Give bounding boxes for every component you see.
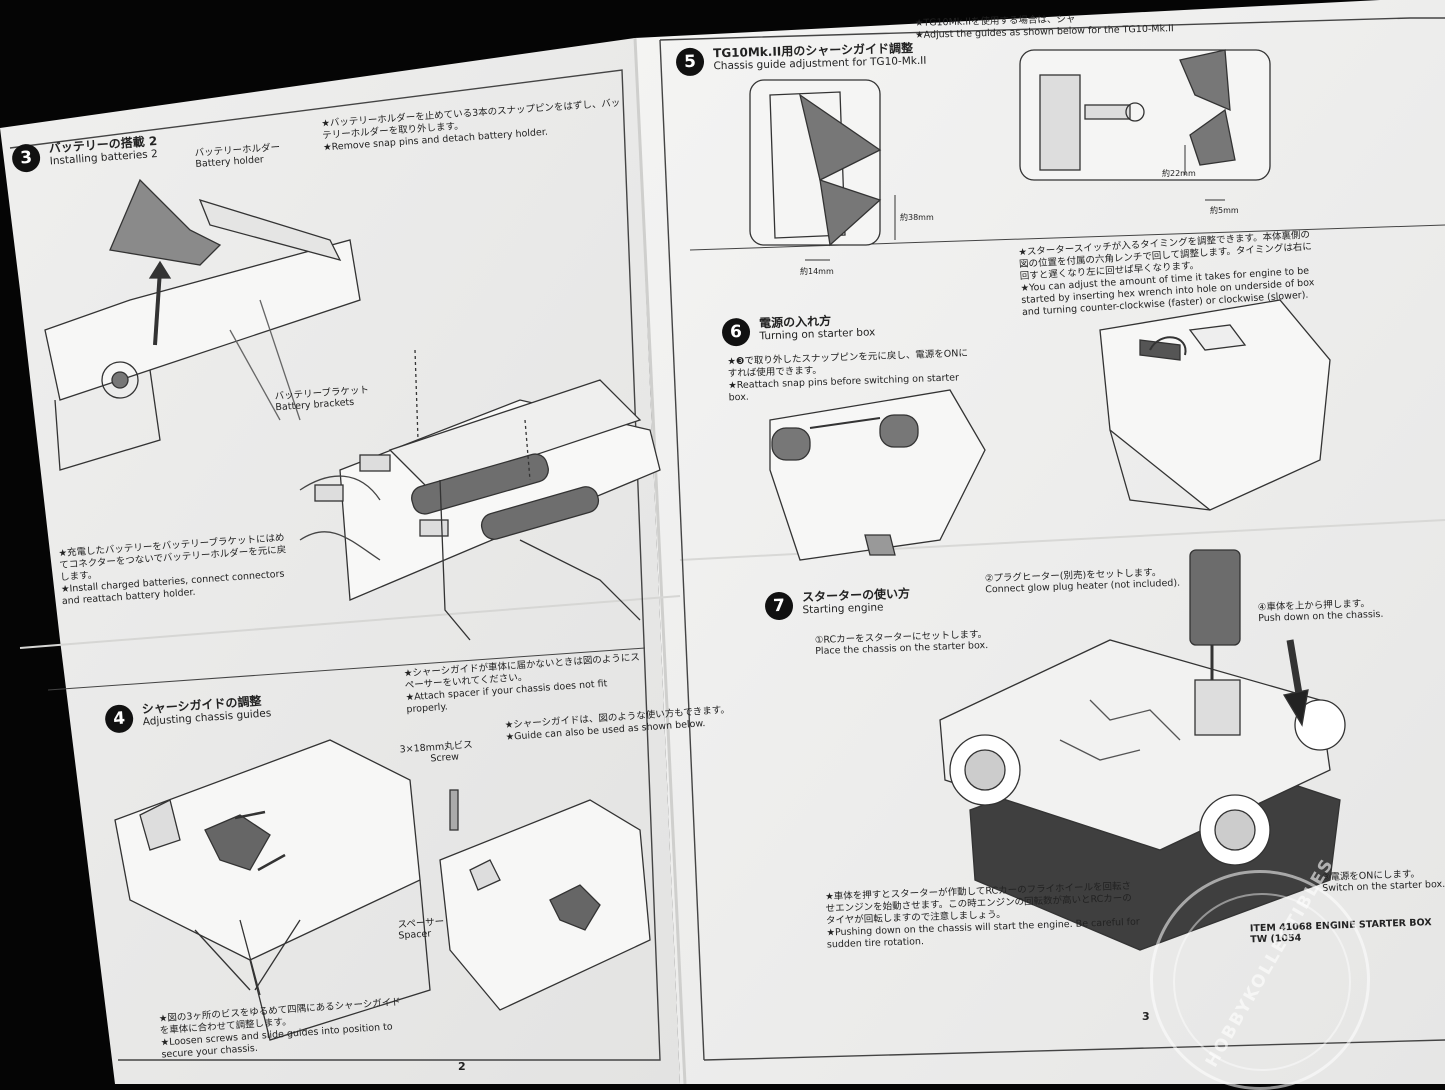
dim-5: 約5mm (1210, 206, 1239, 215)
step3-number: 3 (11, 143, 42, 174)
step7-label-switch: ③電源をONにします。 Switch on the starter box. (1321, 868, 1445, 895)
step6-header: 6 電源の入れ方 Turning on starter box (721, 313, 876, 347)
step6-note: ★❸で取り外したスナップピンを元に戻し、電源をONにすれば使用できます。 ★Re… (727, 347, 969, 404)
page-number-left: 2 (458, 1060, 466, 1073)
spacer-label: スペーサー Spacer (397, 916, 445, 942)
step7-note: ★車体を押すとスターターが作動してRCカーのフライホイールを回転させエンジンを始… (825, 880, 1140, 951)
step6-number: 6 (721, 317, 751, 347)
page-number-right: 3 (1142, 1010, 1150, 1023)
dim-38: 約38mm (900, 213, 934, 222)
step4-number: 4 (104, 703, 135, 734)
watermark-seal: HOBBYKOLLECTIBLES (1150, 855, 1370, 1090)
step7-number: 7 (764, 591, 794, 621)
step7-title-en: Starting engine (802, 601, 884, 617)
dim-14: 約14mm (800, 267, 834, 276)
step7-header: 7 スターターの使い方 Starting engine (764, 586, 911, 621)
dim-22: 約22mm (1162, 169, 1196, 178)
step5-number: 5 (675, 47, 705, 77)
step6-title-en: Turning on starter box (759, 326, 876, 343)
step7-label-push: ④車体を上から押します。 Push down on the chassis. (1257, 598, 1384, 625)
